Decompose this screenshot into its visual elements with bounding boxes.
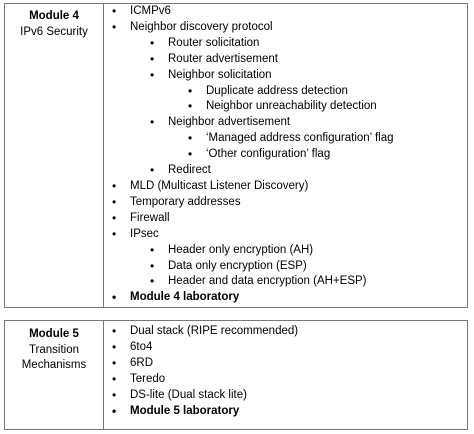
module4-subtitle: IPv6 Security (20, 25, 88, 38)
subtopic-esp: Data only encryption (ESP) (150, 259, 467, 275)
topic-mld: MLD (Multicast Listener Discovery) (112, 179, 467, 195)
topic-ds-lite: DS-lite (Dual stack lite) (112, 388, 467, 404)
module5-title: Module 5 (29, 328, 79, 340)
subtopic-other-configuration-flag: ‘Other configuration’ flag (188, 147, 467, 163)
topic-dual-stack: Dual stack (RIPE recommended) (112, 324, 467, 340)
module4-topic-list: ICMPv6 Neighbor discovery protocol Route… (104, 4, 467, 306)
module4-header-cell: Module 4 IPv6 Security (5, 4, 104, 307)
module4-title: Module 4 (29, 10, 79, 22)
subtopic-label: Neighbor advertisement (168, 116, 291, 129)
module5-topics-cell: Dual stack (RIPE recommended) 6to4 6RD T… (104, 321, 467, 429)
topic-label: IPsec (130, 227, 159, 240)
module5-subtitle-line1: Transition (28, 343, 80, 356)
module5-topic-list: Dual stack (RIPE recommended) 6to4 6RD T… (104, 321, 467, 419)
subtopic-router-solicitation: Router solicitation (150, 36, 467, 52)
topic-firewall: Firewall (112, 211, 467, 227)
topic-neighbor-discovery: Neighbor discovery protocol Router solic… (112, 20, 467, 179)
topic-6rd: 6RD (112, 356, 467, 372)
subtopic-router-advertisement: Router advertisement (150, 52, 467, 68)
topic-module4-laboratory: Module 4 laboratory (112, 290, 467, 306)
topic-6to4: 6to4 (112, 340, 467, 356)
subtopic-label: Neighbor solicitation (168, 68, 272, 81)
subtopic-managed-address-flag: ‘Managed address configuration’ flag (188, 131, 467, 147)
topic-icmpv6: ICMPv6 (112, 4, 467, 20)
neighbor-discovery-subtopics: Router solicitation Router advertisement… (130, 36, 467, 179)
module4-topics-cell: ICMPv6 Neighbor discovery protocol Route… (104, 4, 467, 307)
topic-label: Neighbor discovery protocol (130, 20, 273, 33)
module5-subtitle-line2: Mechanisms (21, 359, 87, 371)
module5-table: Module 5 Transition Mechanisms Dual stac… (4, 320, 468, 430)
topic-ipsec: IPsec Header only encryption (AH) Data o… (112, 227, 467, 291)
ipsec-subtopics: Header only encryption (AH) Data only en… (130, 243, 467, 291)
topic-teredo: Teredo (112, 372, 467, 388)
subtopic-neighbor-unreachability-detection: Neighbor unreachability detection (188, 99, 467, 115)
subtopic-ah: Header only encryption (AH) (150, 243, 467, 259)
neighbor-advertisement-subtopics: ‘Managed address configuration’ flag ‘Ot… (168, 131, 467, 163)
topic-module5-laboratory: Module 5 laboratory (112, 404, 467, 420)
module4-table: Module 4 IPv6 Security ICMPv6 Neighbor d… (4, 3, 468, 308)
subtopic-redirect: Redirect (150, 163, 467, 179)
subtopic-neighbor-solicitation: Neighbor solicitation Duplicate address … (150, 68, 467, 116)
subtopic-neighbor-advertisement: Neighbor advertisement ‘Managed address … (150, 115, 467, 163)
topic-temporary-addresses: Temporary addresses (112, 195, 467, 211)
subtopic-duplicate-address-detection: Duplicate address detection (188, 84, 467, 100)
subtopic-ah-esp: Header and data encryption (AH+ESP) (150, 274, 467, 290)
neighbor-solicitation-subtopics: Duplicate address detection Neighbor unr… (168, 84, 467, 116)
module5-header-cell: Module 5 Transition Mechanisms (5, 321, 104, 429)
